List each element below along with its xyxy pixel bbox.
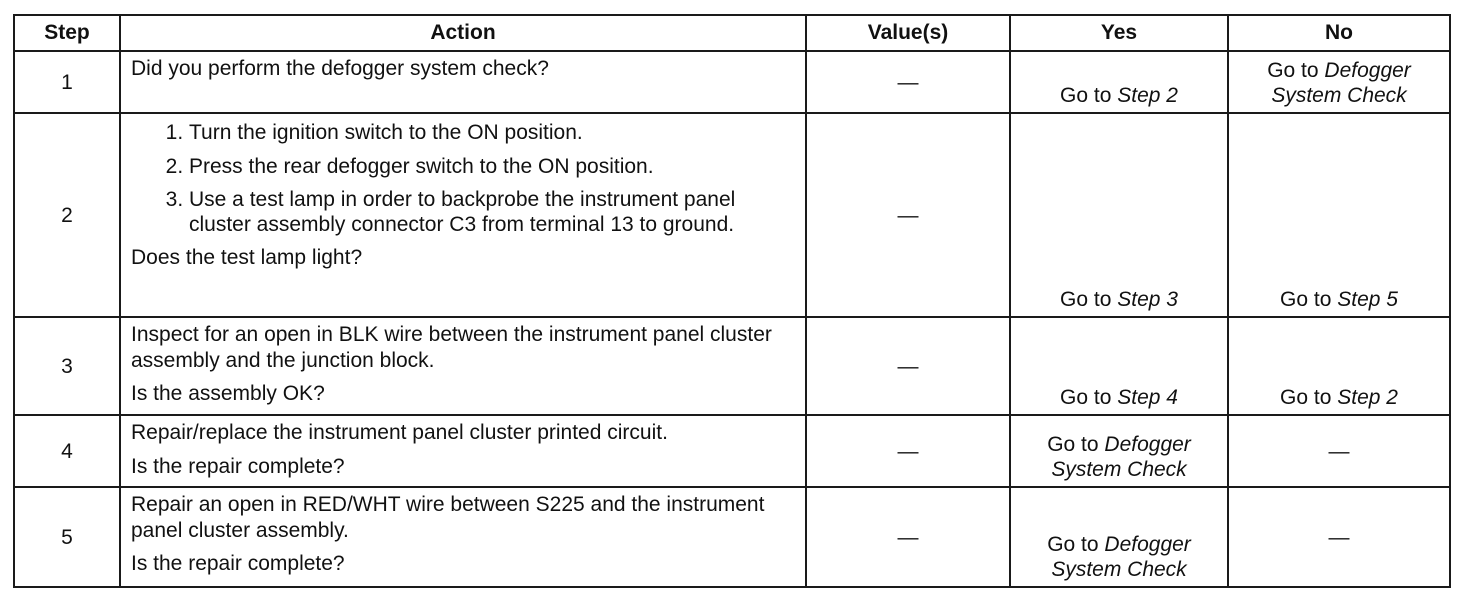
table-row: 1 Did you perform the defogger system ch… <box>13 49 1451 115</box>
action-step-item: Use a test lamp in order to backprobe th… <box>189 187 795 237</box>
action-text: Repair/replace the instrument panel clus… <box>131 421 668 445</box>
no-prefix: Go to <box>1280 288 1332 312</box>
table-row: 3 Inspect for an open in BLK wire betwee… <box>13 316 1451 417</box>
yes-cell: Go to Defogger System Check <box>1009 414 1229 489</box>
yes-ref-line2[interactable]: System Check <box>1051 458 1187 482</box>
value-cell: — <box>805 49 1011 115</box>
header-values: Value(s) <box>805 14 1011 52</box>
action-cell: Inspect for an open in BLK wire between … <box>119 316 807 417</box>
no-link[interactable]: Go to Defogger <box>1239 58 1439 83</box>
yes-link[interactable]: Go to Defogger <box>1021 432 1217 457</box>
step-number: 2 <box>13 112 121 319</box>
action-question: Does the test lamp light? <box>131 246 363 270</box>
no-step-link[interactable]: Step 5 <box>1337 288 1398 312</box>
yes-link[interactable]: Go to Defogger <box>1021 532 1217 557</box>
action-cell: Did you perform the defogger system chec… <box>119 49 807 115</box>
action-text: Repair an open in RED/WHT wire between S… <box>131 493 765 542</box>
yes-prefix: Go to <box>1047 433 1099 456</box>
yes-ref-line1: Defogger <box>1104 533 1191 556</box>
yes-cell: Go to Step 2 <box>1009 49 1229 115</box>
value-cell: — <box>805 316 1011 417</box>
value-cell: — <box>805 486 1011 589</box>
value-cell: — <box>805 112 1011 319</box>
header-action: Action <box>119 14 807 52</box>
action-step-item: Turn the ignition switch to the ON posit… <box>189 120 795 145</box>
yes-prefix: Go to <box>1047 533 1099 556</box>
no-cell: Go to Defogger System Check <box>1227 49 1451 115</box>
yes-prefix: Go to <box>1060 84 1112 108</box>
no-ref-line2[interactable]: System Check <box>1271 84 1407 108</box>
action-step-item: Press the rear defogger switch to the ON… <box>189 154 795 179</box>
diagnostic-table: Step Action Value(s) Yes No 1 Did you pe… <box>13 14 1451 589</box>
action-steps-list: Turn the ignition switch to the ON posit… <box>131 120 795 237</box>
no-ref-line1: Defogger <box>1324 59 1411 82</box>
header-yes: Yes <box>1009 14 1229 52</box>
value-cell: — <box>805 414 1011 489</box>
yes-cell: Go to Defogger System Check <box>1009 486 1229 589</box>
table-row: 4 Repair/replace the instrument panel cl… <box>13 414 1451 489</box>
yes-cell: Go to Step 4 <box>1009 316 1229 417</box>
step-number: 1 <box>13 49 121 115</box>
yes-cell: Go to Step 3 <box>1009 112 1229 319</box>
yes-prefix: Go to <box>1060 288 1112 312</box>
yes-ref-line1: Defogger <box>1104 433 1191 456</box>
header-row: Step Action Value(s) Yes No <box>13 14 1451 52</box>
step-number: 5 <box>13 486 121 589</box>
yes-ref-line2[interactable]: System Check <box>1051 558 1187 582</box>
no-step-link[interactable]: Step 2 <box>1337 386 1398 410</box>
action-cell: Turn the ignition switch to the ON posit… <box>119 112 807 319</box>
yes-step-link[interactable]: Step 3 <box>1117 288 1178 312</box>
action-cell: Repair an open in RED/WHT wire between S… <box>119 486 807 589</box>
no-prefix: Go to <box>1267 59 1319 82</box>
no-cell: Go to Step 2 <box>1227 316 1451 417</box>
table-row: 2 Turn the ignition switch to the ON pos… <box>13 112 1451 319</box>
step-number: 4 <box>13 414 121 489</box>
header-no: No <box>1227 14 1451 52</box>
action-text: Inspect for an open in BLK wire between … <box>131 323 772 372</box>
yes-prefix: Go to <box>1060 386 1112 410</box>
no-cell: Go to Step 5 <box>1227 112 1451 319</box>
yes-step-link[interactable]: Step 4 <box>1117 386 1178 410</box>
table-row: 5 Repair an open in RED/WHT wire between… <box>13 486 1451 589</box>
action-question: Is the repair complete? <box>131 454 345 478</box>
action-text: Did you perform the defogger system chec… <box>131 57 549 80</box>
yes-step-link[interactable]: Step 2 <box>1117 84 1178 108</box>
no-cell: — <box>1227 486 1451 589</box>
header-step: Step <box>13 14 121 52</box>
no-cell: — <box>1227 414 1451 489</box>
step-number: 3 <box>13 316 121 417</box>
action-question: Is the assembly OK? <box>131 381 325 405</box>
action-question: Is the repair complete? <box>131 551 345 575</box>
no-prefix: Go to <box>1280 386 1332 410</box>
action-cell: Repair/replace the instrument panel clus… <box>119 414 807 489</box>
